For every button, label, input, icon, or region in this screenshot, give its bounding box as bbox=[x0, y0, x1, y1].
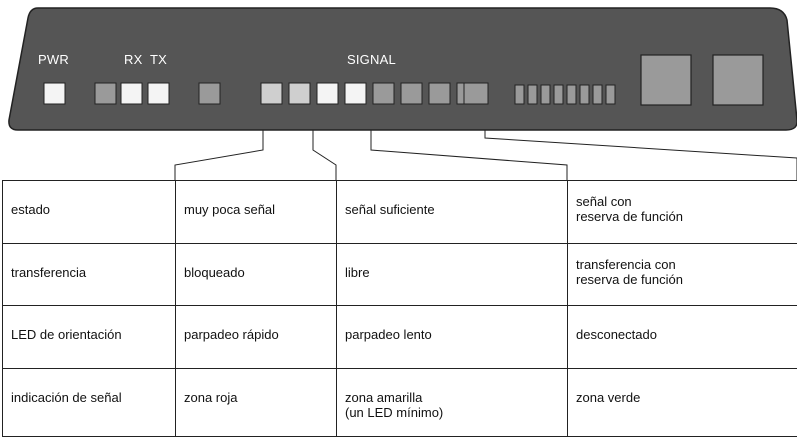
table-cell: libre bbox=[337, 244, 568, 306]
row-label: estado bbox=[3, 181, 176, 244]
display-square-2 bbox=[713, 55, 763, 105]
rx-label: RX bbox=[124, 52, 142, 67]
table-cell: transferencia con reserva de función bbox=[568, 244, 797, 306]
signal-led-9 bbox=[464, 83, 488, 104]
signal-led-5 bbox=[373, 83, 394, 104]
table-cell: señal suficiente bbox=[337, 181, 568, 244]
table-cell: parpadeo lento bbox=[337, 306, 568, 369]
pwr-label: PWR bbox=[38, 52, 69, 67]
row-label: LED de orientación bbox=[3, 306, 176, 369]
table-cell: bloqueado bbox=[176, 244, 337, 306]
signal-label: SIGNAL bbox=[347, 52, 396, 67]
table-cell: desconectado bbox=[568, 306, 797, 369]
signal-led-3 bbox=[317, 83, 338, 104]
table-cell: zona verde bbox=[568, 369, 797, 437]
table-cell: zona roja bbox=[176, 369, 337, 437]
pwr-led bbox=[44, 83, 65, 104]
table-row: transferencia bloqueado libre transferen… bbox=[3, 244, 797, 306]
status-table: estado muy poca señal señal suficiente s… bbox=[2, 180, 797, 437]
table-row: indicación de señal zona roja zona amari… bbox=[3, 369, 797, 437]
led-1 bbox=[95, 83, 116, 104]
table-row: LED de orientación parpadeo rápido parpa… bbox=[3, 306, 797, 369]
tx-label: TX bbox=[150, 52, 167, 67]
leader-lines bbox=[175, 130, 797, 180]
table-cell: señal con reserva de función bbox=[568, 181, 797, 244]
signal-led-2 bbox=[289, 83, 310, 104]
tx-led bbox=[148, 83, 169, 104]
display-square-1 bbox=[641, 55, 691, 105]
signal-led-1 bbox=[261, 83, 282, 104]
table-cell: parpadeo rápido bbox=[176, 306, 337, 369]
table-cell: muy poca señal bbox=[176, 181, 337, 244]
table-cell: zona amarilla (un LED mínimo) bbox=[337, 369, 568, 437]
row-label: indicación de señal bbox=[3, 369, 176, 437]
rx-led bbox=[121, 83, 142, 104]
row-label: transferencia bbox=[3, 244, 176, 306]
orientation-led bbox=[199, 83, 220, 104]
signal-led-6 bbox=[401, 83, 422, 104]
table-row: estado muy poca señal señal suficiente s… bbox=[3, 181, 797, 244]
signal-led-7 bbox=[429, 83, 450, 104]
signal-led-4 bbox=[345, 83, 366, 104]
